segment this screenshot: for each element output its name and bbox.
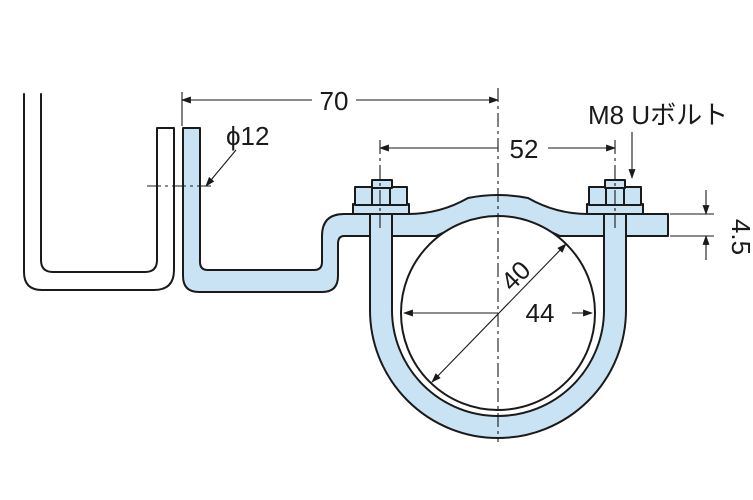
- bolt-spec-label: M8 Uボルト: [588, 100, 728, 130]
- u-bolt: [369, 203, 627, 439]
- hole-diameter-label: ϕ12: [226, 121, 269, 151]
- dim-40-line: [431, 243, 567, 383]
- left-nut: [354, 186, 408, 206]
- dim-52-label: 52: [510, 134, 539, 164]
- mounting-channel: [23, 93, 175, 291]
- dim-70-label: 70: [320, 86, 349, 116]
- bracket-plate: [182, 127, 669, 293]
- hole-leader: [205, 149, 237, 187]
- dim-thickness-label: 4.5: [726, 219, 753, 255]
- dim-44-label: 44: [526, 298, 555, 328]
